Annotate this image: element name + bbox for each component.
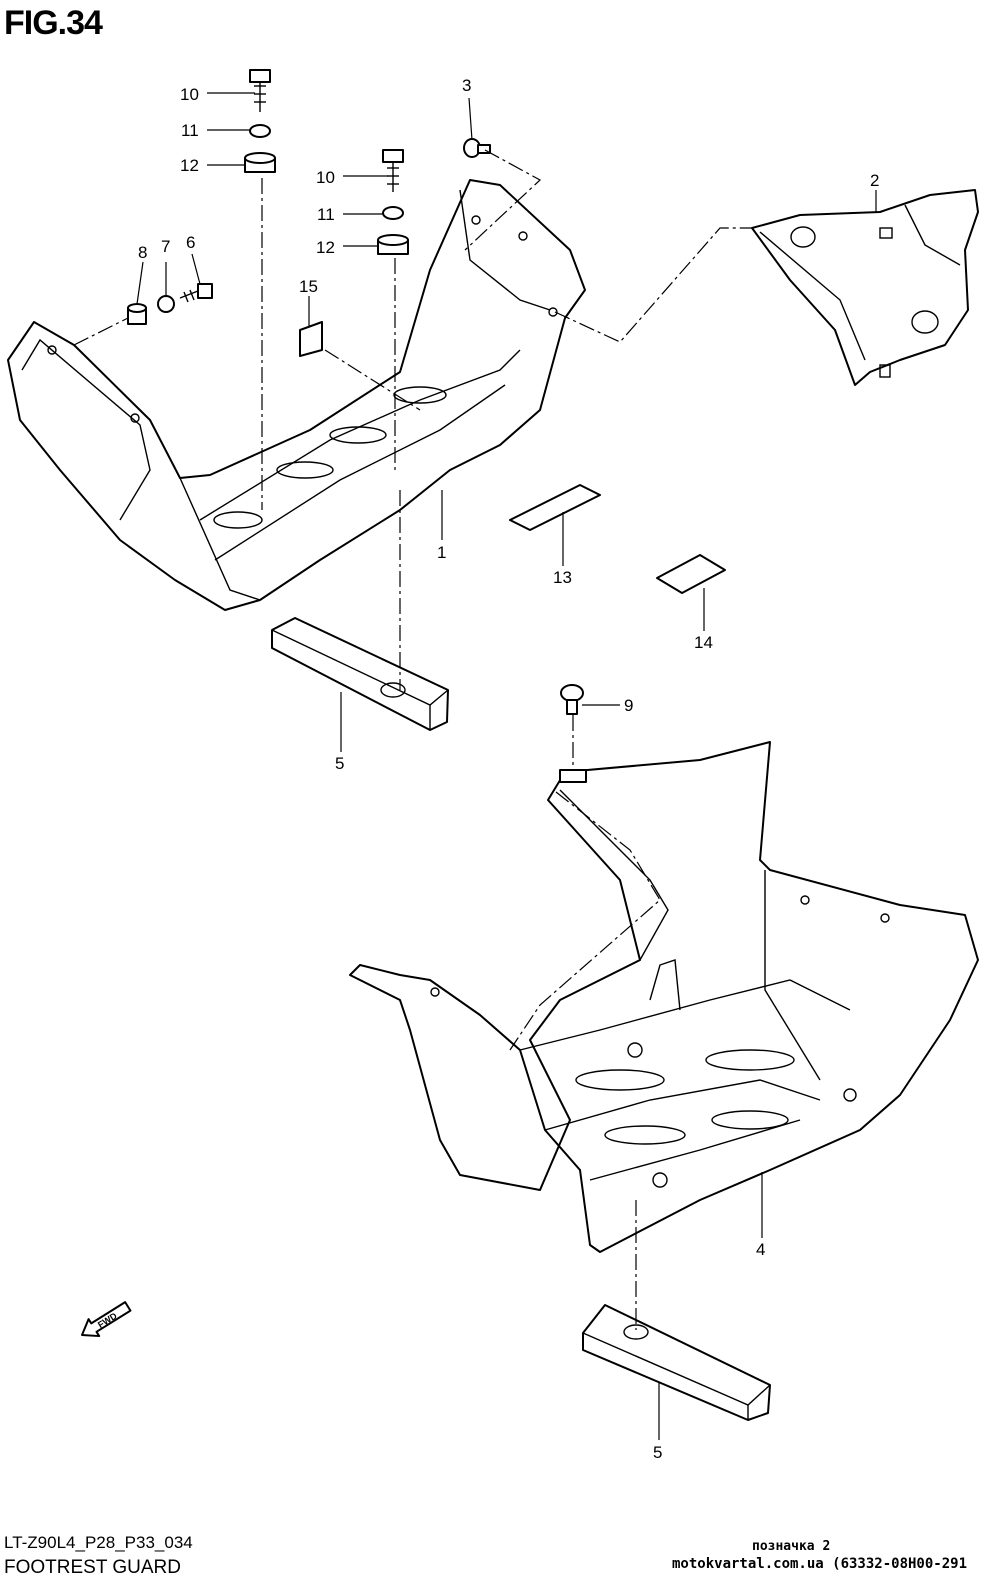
stamp-label: позначка 2 [752, 1539, 831, 1554]
part-4-footrest-guard-right [349, 741, 979, 1253]
stamp-source: motokvartal.com.ua (63332-08H00-291 [672, 1556, 968, 1572]
section-name: FOOTREST GUARD [4, 1557, 181, 1578]
callout-12-upper: 12 [180, 156, 199, 175]
callout-14: 14 [694, 633, 713, 652]
part-10-bolt-a [249, 69, 271, 112]
part-3-clip [463, 138, 491, 158]
part-11-washer-b [382, 206, 404, 220]
callout-1: 1 [437, 543, 446, 562]
part-6-screw [179, 283, 213, 303]
figure-title: FIG.34 [4, 4, 103, 42]
callout-8: 8 [138, 243, 147, 262]
callout-7: 7 [161, 237, 170, 256]
part-9-seat [559, 769, 587, 783]
callout-12-lower: 12 [316, 238, 335, 257]
part-5-footrest-rubber-lower [582, 1304, 771, 1421]
fwd-arrow-icon: FWD [81, 1301, 132, 1338]
part-13-pad [509, 484, 601, 531]
callout-6: 6 [186, 233, 195, 252]
callout-2: 2 [870, 171, 879, 190]
part-15-pad [299, 321, 323, 357]
part-7-washer [157, 295, 175, 313]
part-2-side-cover [751, 189, 979, 386]
part-11-washer-a [249, 124, 271, 138]
callout-13: 13 [553, 568, 572, 587]
callout-3: 3 [462, 76, 471, 95]
part-1-footrest-guard-left [7, 179, 586, 611]
callout-5-upper: 5 [335, 754, 344, 773]
callout-9: 9 [624, 696, 633, 715]
callout-4: 4 [756, 1240, 765, 1259]
callout-10-lower: 10 [316, 168, 335, 187]
part-10-bolt-b [382, 149, 404, 192]
callout-10-upper: 10 [180, 85, 199, 104]
callout-11-upper: 11 [181, 121, 199, 140]
callout-5-lower: 5 [653, 1443, 662, 1462]
part-5-footrest-rubber-upper [271, 617, 449, 731]
part-12-grommet-a [244, 152, 276, 173]
part-12-grommet-b [377, 234, 409, 255]
callout-15: 15 [299, 277, 318, 296]
part-8-collar [127, 303, 147, 325]
model-code: LT-Z90L4_P28_P33_034 [4, 1533, 193, 1552]
part-14-pad [656, 554, 726, 594]
part-9-clip [560, 684, 584, 715]
callout-11-lower: 11 [317, 205, 335, 224]
